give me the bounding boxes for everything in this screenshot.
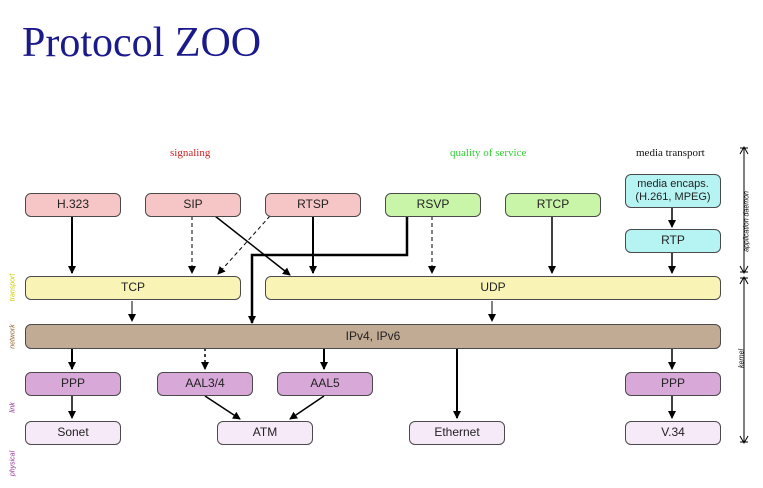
layer-label-network: network bbox=[9, 324, 17, 349]
box-sip: SIP bbox=[145, 193, 241, 217]
layer-label-link: link bbox=[9, 402, 17, 413]
bracket-application-daemon bbox=[739, 145, 749, 275]
arrow-aal34-atm bbox=[204, 395, 241, 420]
arrow-rsvp-ip bbox=[248, 216, 409, 324]
arrow-aal5-atm bbox=[289, 395, 325, 420]
box-sonet: Sonet bbox=[25, 421, 121, 445]
bracket-kernel bbox=[739, 275, 749, 445]
box-atm: ATM bbox=[217, 421, 313, 445]
category-quality-of-service: quality of service bbox=[450, 147, 527, 159]
box-ethernet: Ethernet bbox=[409, 421, 505, 445]
box-udp: UDP bbox=[265, 276, 721, 300]
box-aal34: AAL3/4 bbox=[157, 372, 253, 396]
box-aal5: AAL5 bbox=[277, 372, 373, 396]
box-rtp: RTP bbox=[625, 229, 721, 253]
box-tcp: TCP bbox=[25, 276, 241, 300]
category-media-transport: media transport bbox=[636, 147, 705, 159]
box-ip: IPv4, IPv6 bbox=[25, 324, 721, 349]
box-h323: H.323 bbox=[25, 193, 121, 217]
layer-label-transport: transport bbox=[9, 273, 17, 302]
box-media-encaps: media encaps. (H.261, MPEG) bbox=[625, 174, 721, 208]
label-kernel: kernel bbox=[738, 348, 746, 369]
arrow-rtsp-tcp bbox=[217, 215, 271, 275]
category-signaling: signaling bbox=[170, 147, 211, 159]
box-rsvp: RSVP bbox=[385, 193, 481, 217]
box-rtcp: RTCP bbox=[505, 193, 601, 217]
box-rtsp: RTSP bbox=[265, 193, 361, 217]
box-v34: V.34 bbox=[625, 421, 721, 445]
page-title: Protocol ZOO bbox=[22, 20, 262, 66]
arrow-sip-udp bbox=[214, 215, 291, 276]
layer-label-physical: physical bbox=[9, 450, 17, 477]
box-ppp-right: PPP bbox=[625, 372, 721, 396]
box-ppp-left: PPP bbox=[25, 372, 121, 396]
label-application-daemon: application daemon bbox=[743, 191, 751, 252]
